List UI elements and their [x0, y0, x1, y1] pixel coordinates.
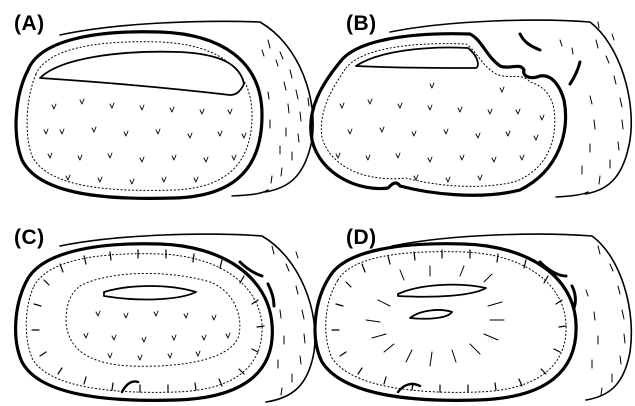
- panel-a-log: [16, 21, 313, 198]
- panel-a-fleck-marks: [44, 99, 246, 184]
- panel-b-check-1: [520, 34, 540, 50]
- panel-c-cross-section: [16, 244, 273, 401]
- panel-b-bark-outline: [390, 20, 631, 194]
- panel-b-cavity: [356, 48, 478, 68]
- panel-c-log: [16, 234, 315, 402]
- panel-d-check-3: [398, 384, 420, 392]
- panel-b-check-2: [570, 62, 580, 84]
- panel-d-bark-texture: [586, 246, 625, 395]
- panel-a-cavity: [40, 52, 244, 95]
- panel-a-cross-section: [16, 32, 262, 199]
- panel-a-bark-texture: [262, 40, 309, 183]
- panel-c-fleck-marks: [84, 311, 230, 360]
- panel-b-log: [311, 20, 632, 197]
- panel-d-radial-checks: [332, 250, 566, 392]
- panel-c-radial-checks: [32, 250, 264, 392]
- panel-c-bark-outline: [60, 234, 315, 402]
- panel-b-bark-bottom: [556, 192, 588, 197]
- panel-d-radial-lines: [366, 266, 504, 366]
- panel-c-check-3: [122, 381, 138, 392]
- panel-a-bark-outline: [60, 21, 313, 192]
- panel-a-bark-bottom: [232, 190, 268, 196]
- panel-d-cross-section: [315, 244, 576, 401]
- panel-d-outer-ring: [326, 252, 566, 393]
- panel-b-fleck-marks: [336, 83, 544, 182]
- panel-b-cross-section: [311, 34, 566, 196]
- panel-c-bark-texture: [272, 246, 305, 395]
- panel-d-bark-outline: [392, 234, 631, 400]
- panel-a-inner-ring: [27, 42, 252, 191]
- panel-d-cavity-upper: [398, 285, 486, 297]
- panel-d-cavity-lower: [410, 310, 452, 319]
- panel-b-bark-texture: [560, 22, 623, 184]
- panel-c-outer-ring: [26, 254, 262, 393]
- panel-d-log: [315, 234, 631, 400]
- panel-c-cavity: [104, 286, 196, 299]
